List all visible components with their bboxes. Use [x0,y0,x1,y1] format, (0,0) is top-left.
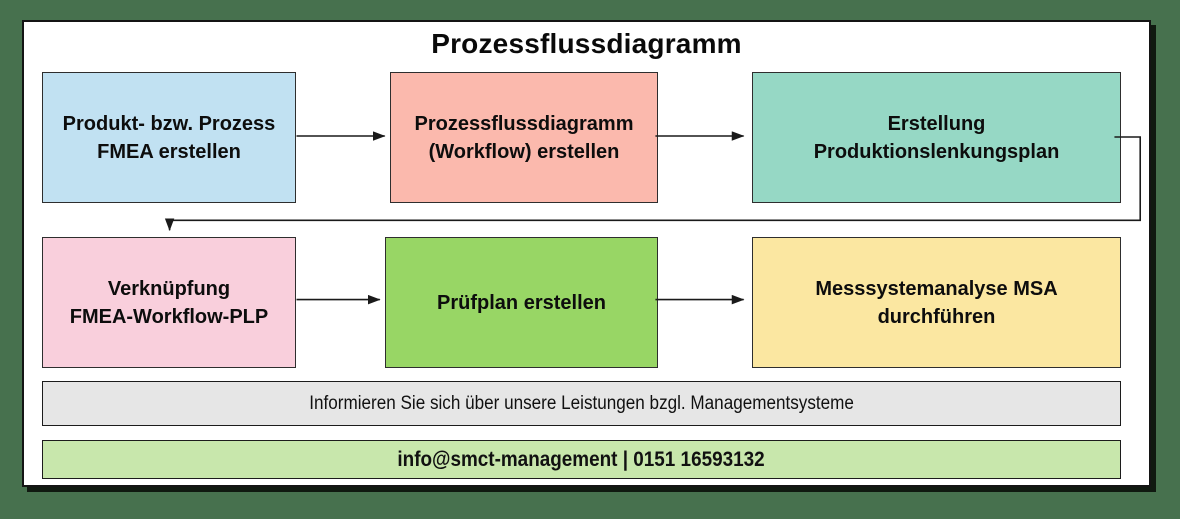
flow-box-messsystemanalyse-msa: Messsystemanalyse MSA durchführen [752,237,1121,368]
flow-box-erstellung-produktionslenkungsplan: Erstellung Produktionslenkungsplan [752,72,1121,203]
diagram-title: Prozessflussdiagramm [431,28,742,59]
flow-box-prozessflussdiagramm-workflow: Prozessflussdiagramm (Workflow) erstelle… [390,72,658,203]
contact-banner-text: info@smct-management | 0151 16593132 [397,447,766,471]
diagram-canvas: Prozessflussdiagramm Produkt- bzw. Proze… [22,20,1151,487]
flow-box-pruefplan-erstellen: Prüfplan erstellen [385,237,658,368]
info-banner-text: Informieren Sie sich über unsere Leistun… [309,392,854,414]
flow-box-verknuepfung-fmea-workflow-plp: Verknüpfung FMEA-Workflow-PLP [42,237,296,368]
flow-box-produkt-prozess-fmea: Produkt- bzw. Prozess FMEA erstellen [42,72,296,203]
info-banner: Informieren Sie sich über unsere Leistun… [42,381,1121,426]
contact-banner: info@smct-management | 0151 16593132 [42,440,1121,479]
